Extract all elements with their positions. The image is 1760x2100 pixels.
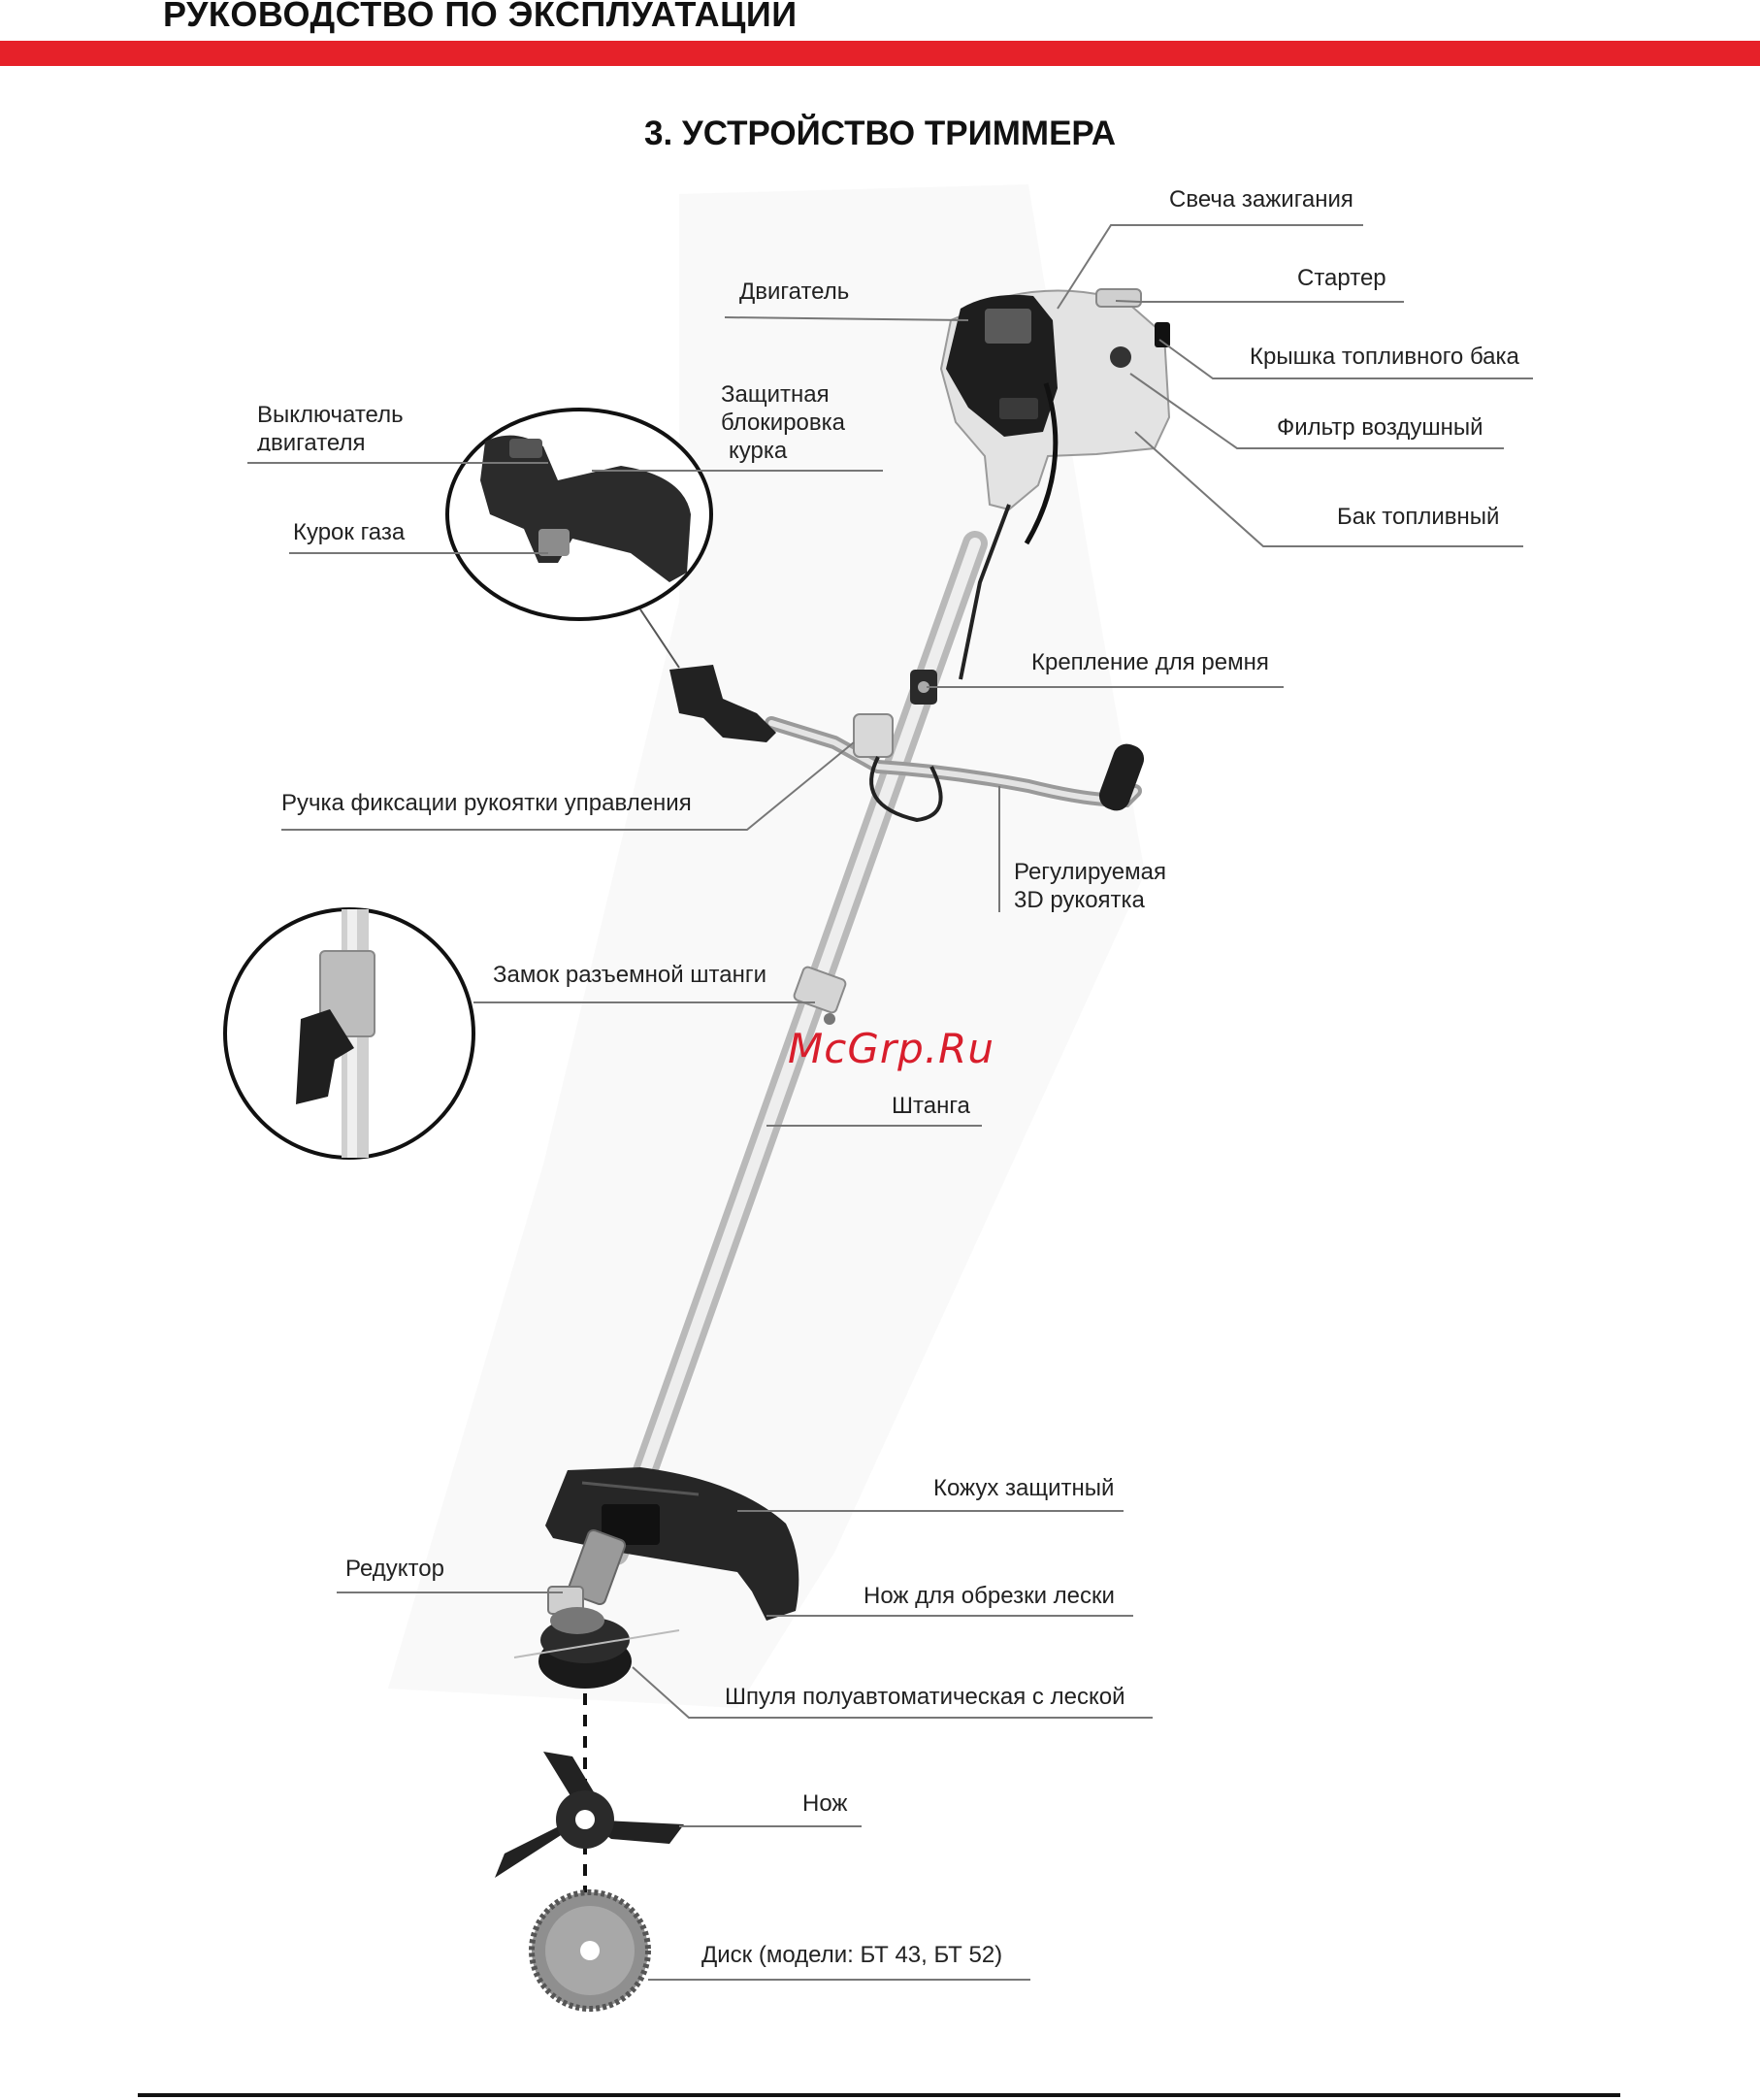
bottom-rule (138, 2093, 1620, 2097)
label-trigger-lock-line1: Защитная (721, 381, 830, 408)
leader-fuel-cap (1158, 339, 1533, 379)
shaft-coupling (793, 966, 847, 1025)
label-handle-3d-line1: Регулируемая (1014, 859, 1166, 885)
label-air-filter: Фильтр воздушный (1277, 414, 1483, 441)
handle-zoom-circle (445, 408, 713, 621)
header-accent-bar (0, 41, 1760, 66)
label-handle-3d-line2: 3D рукоятка (1014, 887, 1145, 913)
label-blade: Нож (802, 1790, 848, 1817)
label-handle-knob: Ручка фиксации рукоятки управления (281, 790, 692, 816)
guard (545, 1467, 799, 1621)
label-shaft: Штанга (892, 1093, 970, 1119)
label-strap-mount: Крепление для ремня (1031, 649, 1269, 675)
label-engine: Двигатель (739, 279, 850, 305)
label-engine-switch-line2: двигателя (257, 430, 366, 451)
leader-starter (1115, 300, 1404, 303)
section-title: 3. УСТРОЙСТВО ТРИММЕРА (644, 115, 1116, 152)
label-engine-switch: Выключатель двигателя (257, 401, 404, 451)
handlebar (669, 665, 1145, 823)
leader-handle-knob (281, 741, 855, 831)
label-gearbox: Редуктор (345, 1556, 444, 1582)
label-throttle: Курок газа (293, 519, 406, 545)
leader-spool (632, 1666, 1153, 1719)
leader-air-filter (1129, 373, 1504, 449)
three-tooth-blade (495, 1752, 684, 1878)
label-starter: Стартер (1297, 265, 1386, 291)
leader-lines (247, 224, 1533, 1981)
label-disc: Диск (модели: БТ 43, БТ 52) (701, 1942, 1003, 1968)
label-trigger-lock-line3: курка (729, 438, 788, 464)
label-fuel-cap: Крышка топливного бака (1250, 344, 1519, 370)
label-trigger-lock-line2: блокировка (721, 410, 846, 436)
label-handle-3d: Регулируемая 3D рукоятка (1014, 858, 1166, 914)
header-title: РУКОВОДСТВО ПО ЭКСПЛУАТАЦИИ (163, 0, 798, 34)
engine-unit (939, 288, 1171, 680)
leader-spark-plug (1057, 224, 1363, 310)
label-line-cutter: Нож для обрезки лески (864, 1583, 1115, 1609)
label-spool: Шпуля полуавтоматическая с леской (725, 1684, 1125, 1710)
spool (513, 1607, 680, 1689)
saw-disc (529, 1889, 651, 2012)
shaft-lock-zoom-circle (223, 907, 475, 1160)
label-guard: Кожух защитный (933, 1475, 1115, 1501)
label-spark-plug: Свеча зажигания (1169, 186, 1353, 213)
strap-mount (910, 670, 937, 705)
shaft (603, 531, 988, 1565)
label-trigger-lock: Защитная блокировка курка (721, 380, 845, 465)
leader-engine (724, 316, 969, 321)
leader-fuel-tank (1134, 431, 1523, 547)
label-shaft-lock: Замок разъемной штанги (493, 962, 767, 988)
label-engine-switch-line1: Выключатель (257, 402, 404, 428)
label-fuel-tank: Бак топливный (1337, 504, 1500, 530)
watermark: McGrp.Ru (788, 1025, 994, 1072)
